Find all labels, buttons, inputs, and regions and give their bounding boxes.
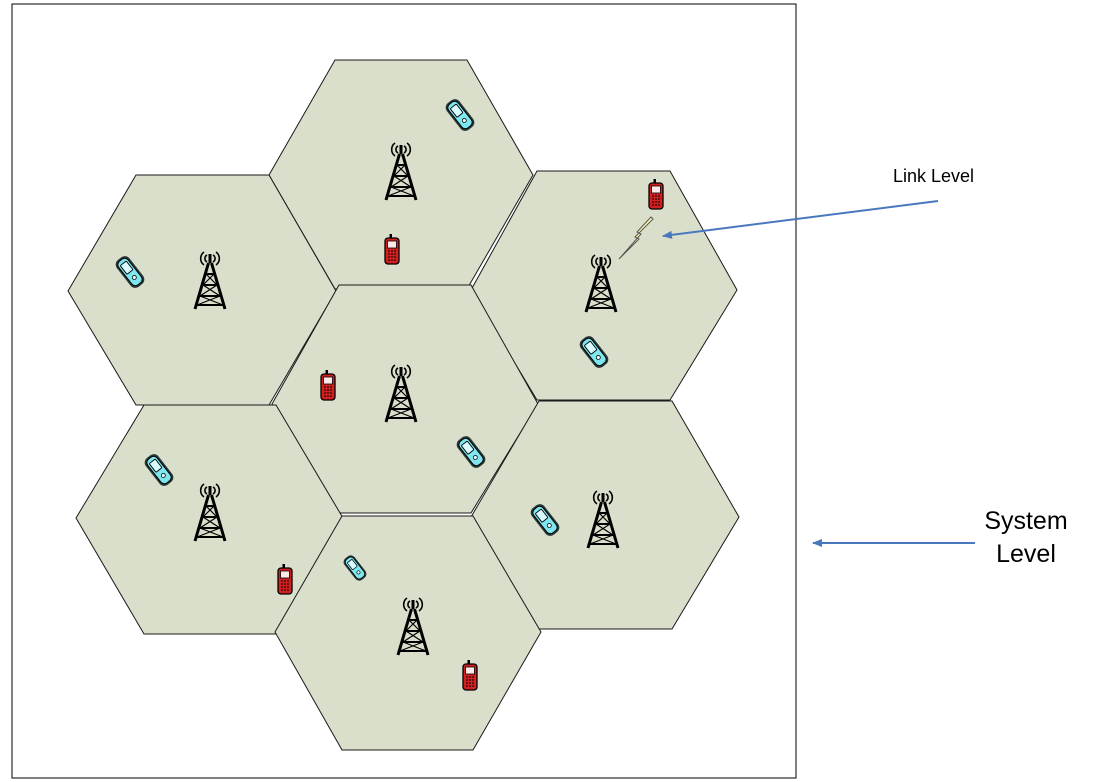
lightning-icon — [618, 216, 654, 260]
cell-upper-right — [470, 170, 738, 401]
feature-phone-icon — [320, 369, 336, 401]
system-level-label-line2: Level — [996, 540, 1056, 568]
link-level-label: Link Level — [893, 166, 975, 186]
link-level-arrow — [662, 200, 939, 239]
feature-phone-icon — [277, 563, 293, 595]
feature-phone-icon — [384, 233, 400, 265]
feature-phone-icon — [462, 659, 478, 691]
feature-phone-icon — [648, 178, 664, 210]
system-level-label-line1: System — [984, 507, 1068, 535]
system-level-label: System Level — [958, 505, 1094, 571]
